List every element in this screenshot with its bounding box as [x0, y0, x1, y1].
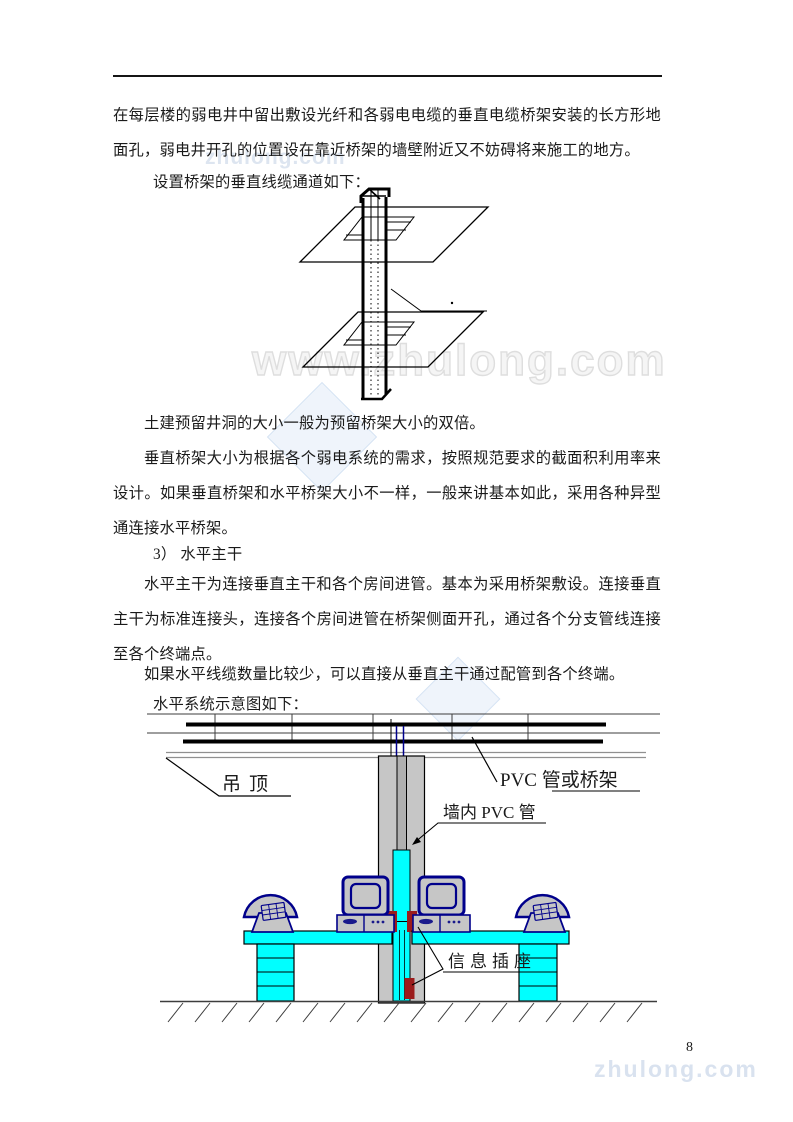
watermark-bottom: zhulong.com — [594, 1056, 758, 1082]
label-pvc-or-tray: PVC 管或桥架 — [471, 736, 640, 792]
info-socket-label-text: 信息插座 — [448, 952, 536, 971]
socket-desk-right — [407, 911, 417, 932]
wall-pvc-label-text: 墙内 PVC 管 — [443, 803, 536, 822]
paragraph-intro: 在每层楼的弱电井中留出敷设光纤和各弱电电缆的垂直电缆桥架安装的长方形地面孔，弱电… — [113, 107, 661, 159]
header-rule — [113, 75, 662, 77]
cable-duct — [359, 187, 392, 401]
paragraph-vertical-tray-size: 垂直桥架大小为根据各个弱电系统的需求，按照规范要求的截面积利用率来设计。如果垂直… — [113, 450, 661, 537]
duct-leader-line — [390, 288, 487, 312]
page-number: 8 — [686, 1040, 693, 1055]
label-wall-pvc: 墙内 PVC 管 — [412, 803, 546, 845]
wall-pvc-pipe — [396, 755, 407, 851]
socket-floor — [404, 978, 415, 999]
computer-right — [412, 875, 471, 933]
paragraph-horizontal-diagram-caption: 水平系统示意图如下： — [153, 696, 308, 713]
pvc-tray-label-text: PVC 管或桥架 — [500, 769, 618, 791]
vertical-channel-figure — [298, 187, 490, 401]
floor-slab-lower — [301, 311, 485, 368]
pvc-tray-runs — [183, 722, 606, 744]
label-ceiling: 吊顶 — [165, 757, 291, 797]
paragraph-shaft-size: 土建预留井洞的大小一般为预留桥架大小的双倍。 — [144, 415, 485, 432]
computer-left — [336, 875, 395, 933]
horizontal-system-figure: 吊顶 PVC 管或桥架 墙内 PVC 管 信息插座 — [147, 713, 660, 1023]
drop-conduit — [390, 719, 405, 760]
ceiling-label-text: 吊顶 — [222, 774, 276, 795]
label-info-socket: 信息插座 — [411, 926, 536, 986]
paragraph-horizontal-backbone: 水平主干为连接垂直主干和各个房间进管。基本为采用桥架敷设。连接垂直主干为标准连接… — [113, 576, 661, 663]
telephone-right — [514, 893, 571, 933]
floor-slab-upper — [298, 206, 490, 263]
desk-left — [243, 930, 393, 1002]
heading-horizontal-backbone: 3） 水平主干 — [153, 546, 243, 563]
paragraph-few-cables: 如果水平线缆数量比较少，可以直接从垂直主干通过配管到各个终端。 — [144, 666, 625, 683]
paragraph-vertical-channel-caption: 设置桥架的垂直线缆通道如下： — [153, 174, 370, 191]
floor — [160, 1000, 657, 1023]
telephone-left — [242, 893, 299, 933]
